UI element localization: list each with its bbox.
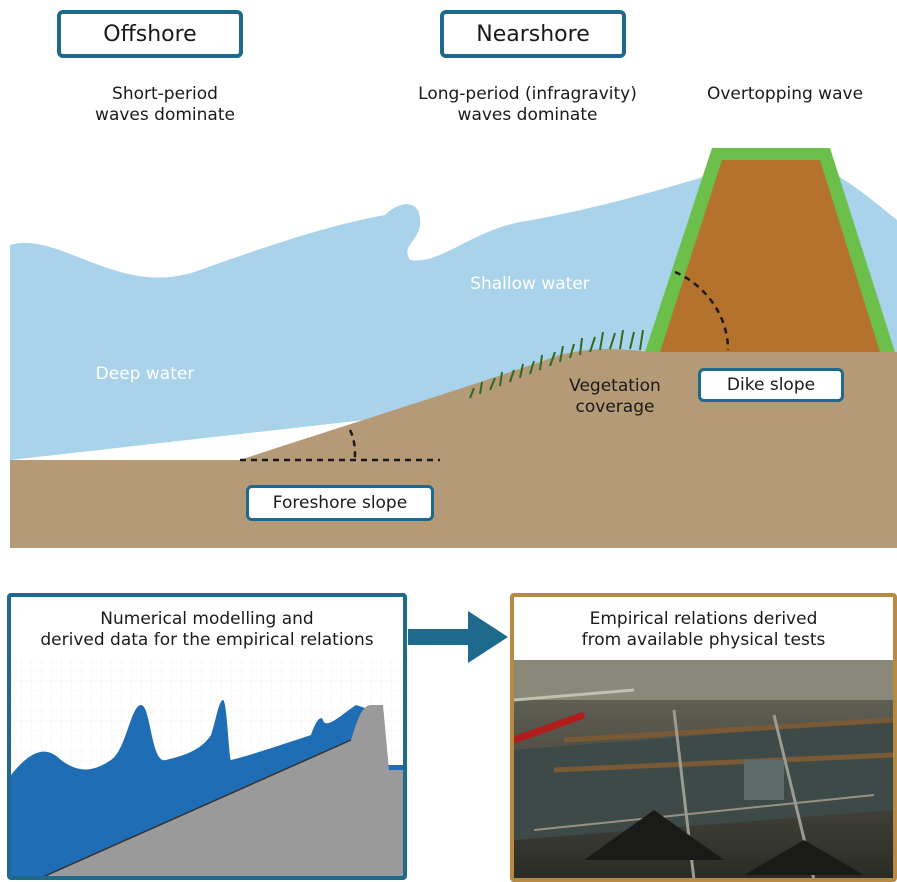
overtopping-text: Overtopping wave [706,84,864,104]
vegetation-label: Vegetation coverage [569,376,661,417]
short-period-text: Short-period waves dominate [95,84,235,125]
flow-arrow [408,611,508,663]
wave-flume-photo [514,660,893,878]
long-period-text: Long-period (infragravity) waves dominat… [418,84,637,125]
foreshore-arc [348,429,357,461]
dike-core [660,160,880,352]
numerical-panel-title: Numerical modelling and derived data for… [40,609,374,650]
nearshore-box: Nearshore [440,10,626,58]
simulation-plot [11,660,403,876]
simulated-ground [45,705,403,876]
seabed [10,348,897,548]
shallow-water-label: Shallow water [470,274,590,294]
numerical-modelling-panel: Numerical modelling and derived data for… [7,593,407,880]
empirical-relations-panel: Empirical relations derived from availab… [510,593,897,882]
offshore-box: Offshore [57,10,243,58]
coastal-cross-section [10,148,897,548]
arrow-icon [408,611,508,663]
simulated-slope-line [43,739,352,876]
dike-slope-box: Dike slope [698,368,844,402]
deep-water-label: Deep water [95,364,195,384]
foreshore-slope-box: Foreshore slope [246,485,434,521]
dike-arc [674,270,730,351]
empirical-panel-title: Empirical relations derived from availab… [581,609,826,650]
vegetation-grass [469,329,644,399]
